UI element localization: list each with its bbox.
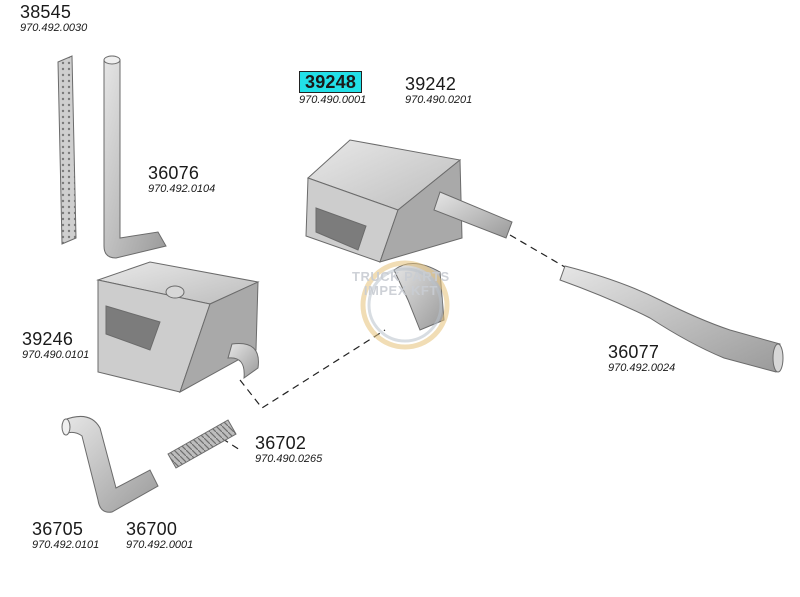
heat-shield-38545 [57, 55, 77, 245]
inlet-pipe-36705 [61, 415, 159, 513]
part-reference: 970.490.0001 [299, 94, 367, 106]
part-reference: 970.490.0201 [405, 94, 473, 106]
part-label-38545[interactable]: 38545 970.492.0030 [20, 3, 87, 34]
stack-pipe-36076 [103, 55, 167, 259]
part-label-39242[interactable]: 39242 970.490.0201 [405, 75, 472, 106]
part-number: 36700 [126, 519, 178, 539]
part-number: 39242 [405, 74, 457, 94]
part-reference: 970.492.0001 [126, 539, 194, 551]
watermark-line2: IMPEX KFT [363, 283, 438, 299]
flex-pipe-36702 [167, 419, 237, 469]
part-label-36076[interactable]: 36076 970.492.0104 [148, 164, 215, 195]
watermark-line1: TRUCK PARTS [352, 269, 450, 284]
part-label-36705[interactable]: 36705 970.492.0101 [32, 520, 99, 551]
part-label-39248[interactable]: 39248 970.490.0001 [299, 71, 366, 106]
part-number: 36077 [608, 342, 660, 362]
part-number: 39246 [22, 329, 74, 349]
watermark-logo [360, 260, 450, 350]
part-number: 39248 [299, 71, 363, 93]
part-label-36700[interactable]: 36700 970.492.0001 [126, 520, 193, 551]
part-number: 38545 [20, 2, 72, 22]
part-reference: 970.490.0265 [255, 453, 323, 465]
part-reference: 970.492.0030 [20, 22, 88, 34]
part-number: 36702 [255, 433, 307, 453]
part-number: 36076 [148, 163, 200, 183]
part-label-39246[interactable]: 39246 970.490.0101 [22, 330, 89, 361]
muffler-39246 [96, 261, 260, 394]
part-number: 36705 [32, 519, 84, 539]
muffler-39248 [305, 139, 513, 331]
watermark-text: TRUCK PARTS IMPEX KFT [352, 269, 450, 299]
part-label-36702[interactable]: 36702 970.490.0265 [255, 434, 322, 465]
part-label-36077[interactable]: 36077 970.492.0024 [608, 343, 675, 374]
part-reference: 970.490.0101 [22, 349, 90, 361]
tail-pipe-36077 [559, 265, 784, 373]
part-reference: 970.492.0101 [32, 539, 100, 551]
part-reference: 970.492.0104 [148, 183, 216, 195]
part-reference: 970.492.0024 [608, 362, 676, 374]
